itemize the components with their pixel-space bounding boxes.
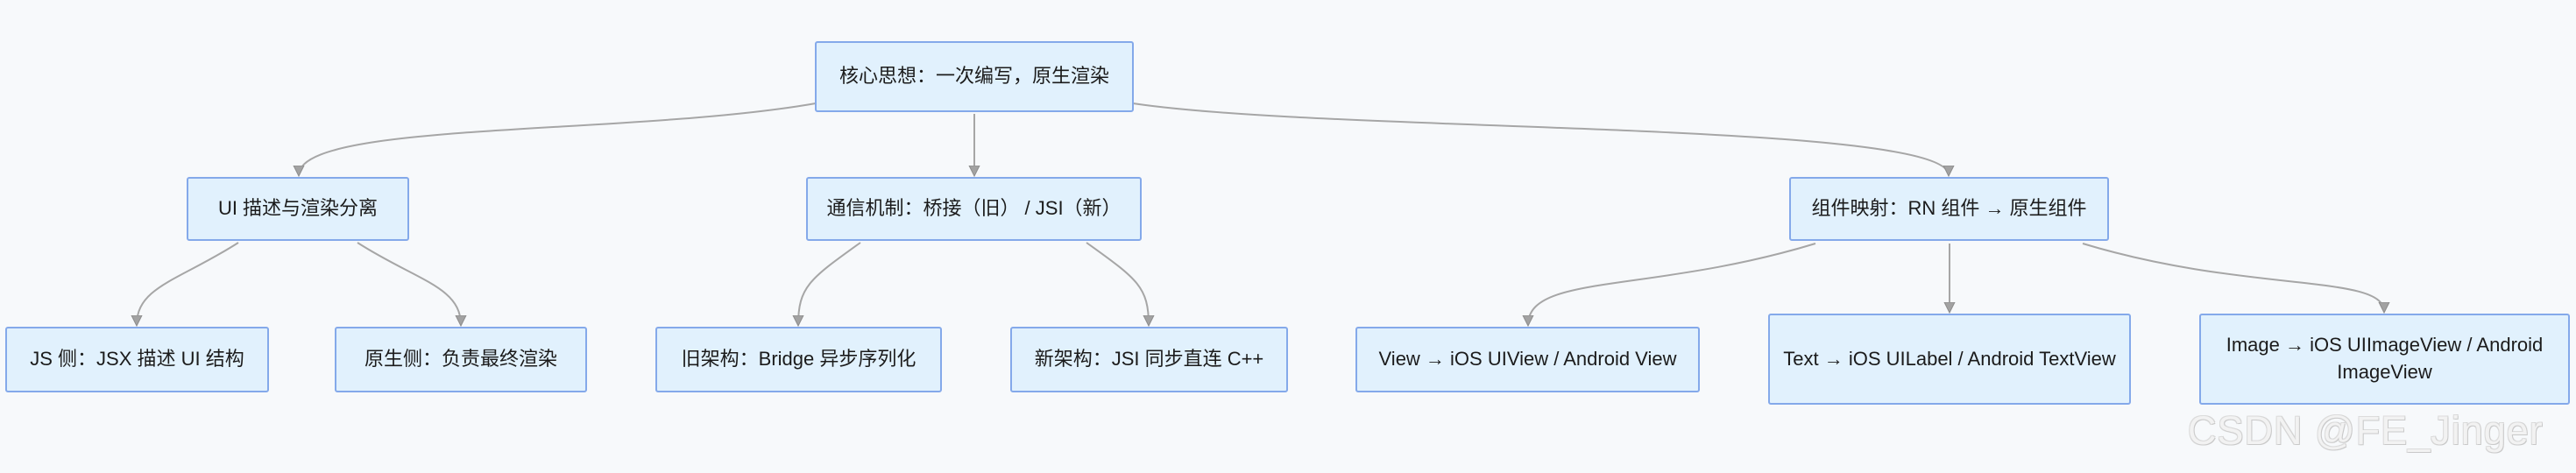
node-ui-separation-label: UI 描述与渲染分离 <box>217 197 379 220</box>
watermark: CSDN @FE_Jinger <box>2188 408 2544 453</box>
node-native-side: 原生侧：负责最终渲染 <box>335 327 587 392</box>
node-image-map: Image → iOS UIImageView / Android ImageV… <box>2199 314 2570 405</box>
node-core-idea: 核心思想：一次编写，原生渲染 <box>815 41 1134 112</box>
node-view-map: View → iOS UIView / Android View <box>1355 327 1700 392</box>
node-communication: 通信机制：桥接（旧） / JSI（新） <box>806 177 1142 241</box>
node-communication-label: 通信机制：桥接（旧） / JSI（新） <box>826 197 1122 220</box>
node-ui-separation: UI 描述与渲染分离 <box>187 177 409 241</box>
connector-component-mapping-to-image-map <box>2082 243 2384 312</box>
node-js-side: JS 侧：JSX 描述 UI 结构 <box>5 327 269 392</box>
node-image-map-label: Image → iOS UIImageView / Android ImageV… <box>2226 334 2544 383</box>
connector-ui-separation-to-js-side <box>137 242 239 325</box>
node-new-arch-label: 新架构：JSI 同步直连 C++ <box>1034 348 1264 371</box>
node-view-map-label: View → iOS UIView / Android View <box>1378 348 1677 371</box>
connector-communication-to-new-arch <box>1086 242 1149 325</box>
node-text-map-label: Text → iOS UILabel / Android TextView <box>1783 347 2116 370</box>
node-old-arch: 旧架构：Bridge 异步序列化 <box>655 327 942 392</box>
node-native-side-label: 原生侧：负责最终渲染 <box>364 348 557 371</box>
connector-root-to-ui-separation <box>299 102 817 175</box>
node-text-map: Text → iOS UILabel / Android TextView <box>1768 314 2131 405</box>
connector-root-to-component-mapping <box>1132 102 1949 175</box>
node-js-side-label: JS 侧：JSX 描述 UI 结构 <box>30 348 244 371</box>
node-component-mapping: 组件映射：RN 组件 → 原生组件 <box>1789 177 2109 241</box>
connector-communication-to-old-arch <box>798 242 861 325</box>
node-old-arch-label: 旧架构：Bridge 异步序列化 <box>681 348 916 371</box>
node-component-mapping-label: 组件映射：RN 组件 → 原生组件 <box>1811 197 2087 220</box>
node-new-arch: 新架构：JSI 同步直连 C++ <box>1010 327 1288 392</box>
connector-ui-separation-to-native-side <box>357 242 461 325</box>
node-core-idea-label: 核心思想：一次编写，原生渲染 <box>839 65 1109 88</box>
